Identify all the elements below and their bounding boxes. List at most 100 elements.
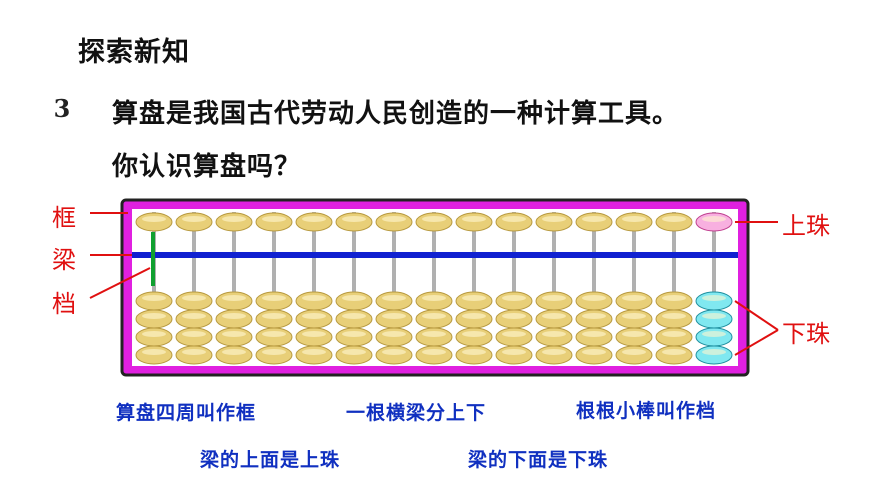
abacus-beam (132, 252, 738, 258)
note-frame: 算盘四周叫作框 (116, 402, 257, 424)
abacus-rod (352, 212, 356, 364)
lower-bead (455, 345, 493, 365)
upper-bead (615, 212, 653, 232)
lower-bead (175, 309, 213, 329)
abacus-rod (272, 212, 276, 364)
lower-bead (415, 291, 453, 311)
lower-bead (255, 345, 293, 365)
lower-bead (655, 345, 693, 365)
abacus-rod (192, 212, 196, 364)
upper-bead (575, 212, 613, 232)
beam-label: 梁 (52, 246, 76, 274)
lower-bead (375, 327, 413, 347)
highlighted-rod (151, 232, 155, 286)
abacus-rod (672, 212, 676, 364)
lower-bead (255, 327, 293, 347)
upper-bead (415, 212, 453, 232)
abacus-rod (552, 212, 556, 364)
lower-bead (655, 291, 693, 311)
lower-bead (495, 345, 533, 365)
abacus-rod (712, 212, 716, 364)
lower-bead-pointer-1 (734, 300, 779, 331)
lower-bead (575, 327, 613, 347)
lower-bead (695, 291, 733, 311)
lower-bead (535, 291, 573, 311)
lower-bead (655, 309, 693, 329)
lower-bead (615, 345, 653, 365)
lower-bead (495, 327, 533, 347)
upper-bead-label: 上珠 (782, 212, 830, 240)
lower-bead (135, 291, 173, 311)
lower-bead (375, 309, 413, 329)
abacus-rod (152, 212, 156, 364)
upper-bead (375, 212, 413, 232)
rod-pointer (89, 267, 151, 299)
lower-bead (575, 345, 613, 365)
upper-bead (255, 212, 293, 232)
problem-text-line1: 算盘是我国古代劳动人民创造的一种计算工具。 (112, 99, 680, 129)
upper-bead (335, 212, 373, 232)
lower-bead (695, 345, 733, 365)
lower-bead (295, 309, 333, 329)
abacus-rod (592, 212, 596, 364)
lower-bead (135, 309, 173, 329)
lower-bead (535, 345, 573, 365)
lower-bead (535, 327, 573, 347)
lower-bead (615, 291, 653, 311)
lower-bead (575, 291, 613, 311)
lower-bead (455, 327, 493, 347)
lower-bead (175, 327, 213, 347)
lower-bead (495, 309, 533, 329)
lower-bead (575, 309, 613, 329)
lower-bead (455, 291, 493, 311)
lower-bead (615, 327, 653, 347)
lower-bead (335, 345, 373, 365)
lower-bead (335, 327, 373, 347)
note-beam: 一根横梁分上下 (346, 402, 487, 424)
abacus-rod (232, 212, 236, 364)
lower-bead (455, 309, 493, 329)
abacus-rod (392, 212, 396, 364)
lower-bead (655, 327, 693, 347)
lower-bead (415, 327, 453, 347)
lower-bead (295, 291, 333, 311)
abacus-rod (312, 212, 316, 364)
problem-number: 3 (53, 94, 71, 123)
lower-bead (415, 345, 453, 365)
lower-bead-pointer-2 (734, 329, 779, 356)
note-lower-beads: 梁的下面是下珠 (468, 449, 609, 471)
lower-bead (215, 309, 253, 329)
upper-bead (495, 212, 533, 232)
lower-bead (695, 327, 733, 347)
lower-bead (295, 345, 333, 365)
lower-bead (175, 345, 213, 365)
abacus-rod (512, 212, 516, 364)
upper-bead (295, 212, 333, 232)
lower-bead (215, 327, 253, 347)
note-upper-beads: 梁的上面是上珠 (200, 449, 341, 471)
upper-bead (175, 212, 213, 232)
lower-bead (415, 309, 453, 329)
upper-bead (535, 212, 573, 232)
frame-label: 框 (52, 204, 76, 232)
lower-bead (615, 309, 653, 329)
rod-label: 档 (52, 290, 76, 318)
lower-bead (495, 291, 533, 311)
lower-bead (695, 309, 733, 329)
lower-bead (295, 327, 333, 347)
lower-bead (335, 291, 373, 311)
problem-text-line2: 你认识算盘吗？ (112, 152, 302, 182)
lower-bead (215, 291, 253, 311)
abacus-rod (472, 212, 476, 364)
lower-bead (335, 309, 373, 329)
lower-bead (215, 345, 253, 365)
upper-bead (695, 212, 733, 232)
lower-bead (255, 309, 293, 329)
lower-bead (375, 291, 413, 311)
note-rod: 根根小棒叫作档 (576, 400, 717, 422)
upper-bead (135, 212, 173, 232)
upper-bead (655, 212, 693, 232)
abacus-rod (432, 212, 436, 364)
lower-bead (375, 345, 413, 365)
